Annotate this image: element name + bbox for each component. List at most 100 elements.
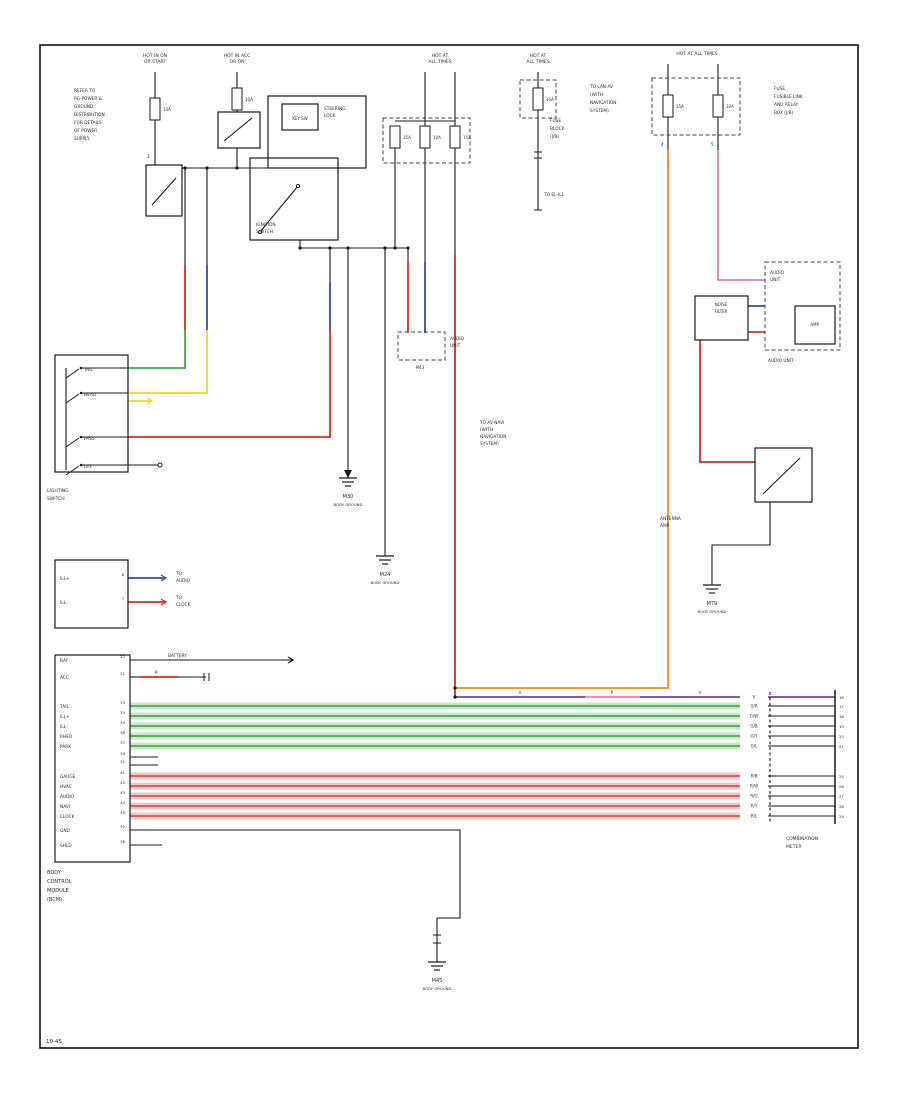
audio-connector-box: [397, 331, 446, 361]
relay-contact-a1: [151, 177, 177, 206]
wire-chip-label-8: R/G: [750, 794, 757, 799]
fuse-15a-2-rating: 15A: [463, 135, 471, 140]
hot5-label: HOT AT ALL TIMES: [676, 51, 717, 57]
ignition-contact: [259, 185, 299, 233]
pl-35-label: 35: [120, 720, 125, 725]
arr1b-label: AUDIO: [176, 578, 191, 584]
wire-chip-label-7: R/W: [750, 784, 758, 789]
noise2-label: FILTER: [715, 309, 728, 314]
note538-label: TO EL-ILL: [543, 192, 565, 198]
g-hvac-label: HVAC: [60, 784, 72, 790]
bcm4-label: (BCM): [47, 897, 62, 903]
pr-19-label: 19: [839, 724, 844, 729]
junction-dot-1: [183, 166, 187, 170]
hot1b-label: OR START: [144, 59, 166, 65]
ignition-switch-box: [249, 157, 339, 241]
g-gnd-label: GND: [60, 828, 71, 834]
illf2-label: ILL-: [60, 600, 68, 606]
fuse-block-538: [519, 79, 557, 119]
wire-chip-6: [740, 772, 768, 780]
sw-tail-label: TAIL: [83, 367, 93, 373]
wire-chip-label-5: G/L: [751, 744, 758, 749]
relay-box-a1: [145, 164, 183, 217]
fusebox-r2-label: FUSIBLE LINK: [774, 94, 803, 100]
g-clock-label: CLOCK: [60, 814, 75, 820]
sw-head-label: HEAD: [84, 392, 97, 398]
ground-m24-sub: BODY GROUND: [371, 580, 400, 585]
sw-pass-label: PASS: [84, 436, 95, 442]
arr2b-label: CLOCK: [176, 602, 191, 608]
ground-m45-sub: BODY GROUND: [423, 986, 452, 991]
comb2-label: METER: [786, 844, 801, 850]
fuse-10a-2: [231, 87, 243, 111]
arr1a-label: TO: [175, 571, 183, 577]
pin4-label: 4: [661, 142, 664, 147]
relay-contact-a2: [223, 117, 253, 142]
page-code-label: 10-45: [46, 1039, 62, 1045]
note3-label: GROUND: [74, 104, 94, 110]
fuse-15a-1: [389, 125, 401, 149]
note6-label: OF POWER: [74, 128, 97, 134]
junction-dot-8: [406, 246, 410, 250]
switch-contact-dot-1: [79, 391, 83, 395]
audr-below-label: AUDIO UNIT: [768, 358, 794, 364]
ant1-label: ANTENNA: [660, 516, 681, 522]
navi4-label: SYSTEM): [480, 441, 499, 447]
lanav4-label: SYSTEM): [590, 108, 609, 114]
audio-unit-box: [764, 261, 841, 351]
ground-m30-sub: BODY GROUND: [334, 502, 363, 507]
lighting-switch-box: [54, 354, 129, 473]
junction-dot-2: [205, 166, 209, 170]
ground-m79-code: M79: [707, 601, 718, 607]
illf1-label: ILL+: [60, 576, 70, 582]
note5-label: FOR DETAILS: [74, 120, 102, 126]
connector-ring: [157, 462, 163, 468]
pr-18-label: 18: [839, 714, 844, 719]
pl-33-label: 33: [120, 700, 125, 705]
pr-21-label: 21: [839, 744, 844, 749]
sw-off-label: OFF: [84, 464, 93, 470]
pl-30-label: 30: [120, 751, 125, 756]
navi2-label: (WITH: [480, 427, 493, 433]
pl-41-label: 41: [120, 770, 125, 775]
wire-chip-label-9: R/Y: [751, 804, 758, 809]
hot2a-label: HOT IN ACC: [224, 53, 251, 59]
ground-m30-triangle: [344, 470, 352, 478]
pl-42-label: 42: [120, 780, 125, 785]
g-park-label: PARK: [60, 744, 71, 750]
pr-28-label: 28: [839, 804, 844, 809]
steer1-label: STEERING: [324, 106, 346, 112]
pr-16-label: 16: [839, 695, 844, 700]
switch-contact-2: [65, 437, 80, 448]
audr2-label: UNIT: [770, 277, 781, 283]
fuse-block-right: [651, 77, 741, 136]
wire-chip-label-1: G/R: [750, 704, 757, 709]
hot4a-label: HOT AT: [530, 53, 547, 59]
junction-dot-9: [453, 686, 457, 690]
wire-chip-label-2: G/W: [750, 714, 758, 719]
ign2-label: SWITCH: [256, 229, 273, 235]
switch-contact-1: [65, 393, 80, 404]
pl-45-label: 45: [120, 810, 125, 815]
pr-17-label: 17: [839, 704, 844, 709]
lsw2-label: SWITCH: [47, 496, 65, 502]
hot3a-label: HOT AT: [432, 53, 449, 59]
junction-dot-3: [298, 246, 302, 250]
pl-34-label: 34: [120, 710, 125, 715]
pin5-label: 5: [711, 142, 714, 147]
wire-chip-3: [740, 722, 768, 730]
note7-label: SUPPLY.: [74, 136, 90, 142]
note2-label: PG-POWER &: [74, 96, 103, 102]
purp-v2-label: V: [699, 690, 702, 695]
hot3b-label: ALL TIMES: [428, 59, 451, 65]
audio-amp-inner-box: [794, 305, 836, 345]
illf-pin2-label: 7: [122, 596, 125, 601]
switch-contact-dot-3: [79, 463, 83, 467]
pl-36-label: 36: [120, 730, 125, 735]
jb538-1-label: FUSE: [550, 118, 561, 124]
pl-32-label: 32: [120, 824, 125, 829]
g-audio-label: AUDIO: [60, 794, 75, 800]
row-acc-lab-label: R: [155, 670, 158, 675]
g-gauge-label: GAUGE: [60, 774, 76, 780]
